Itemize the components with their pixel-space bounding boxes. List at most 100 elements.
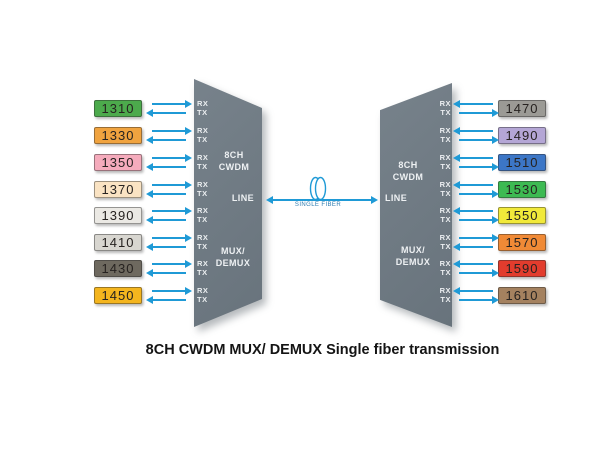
tx-port-label-1350: TX (197, 161, 208, 171)
tx-arrow-1570 (453, 243, 493, 251)
wavelength-box-1310: 1310 (94, 99, 142, 117)
device-mux-line2: DEMUX (395, 256, 431, 267)
device-title-line2: CWDM (392, 171, 424, 182)
tx-arrow-1530 (459, 190, 499, 198)
rx-port-label-1350: RX (197, 152, 209, 162)
device-title-line1: 8CH (398, 160, 418, 170)
rx-port-label-1470: RX (439, 98, 451, 108)
rx-arrow-1310 (152, 100, 192, 108)
right-device-body: 8CH CWDM LINE MUX/ DEMUX (380, 83, 452, 327)
rx-arrow-1510 (453, 154, 493, 162)
rx-arrow-1570 (459, 234, 499, 242)
rx-port-label-1530: RX (439, 179, 451, 189)
rx-port-label-1390: RX (197, 205, 209, 215)
wavelength-box-1570: 1570 (498, 233, 546, 251)
tx-port-label-1490: TX (440, 134, 451, 144)
rx-port-label-1310: RX (197, 98, 209, 108)
wavelength-box-1550: 1550 (498, 206, 546, 224)
wavelength-box-1370: 1370 (94, 180, 142, 198)
rx-arrow-1350 (152, 154, 192, 162)
wavelength-box-1410: 1410 (94, 233, 142, 251)
tx-arrow-1490 (459, 136, 499, 144)
rx-port-label-1410: RX (197, 232, 209, 242)
rx-port-label-1490: RX (439, 125, 451, 135)
tx-arrow-1590 (459, 269, 499, 277)
tx-port-label-1450: TX (197, 294, 208, 304)
rx-port-label-1370: RX (197, 179, 209, 189)
rx-port-label-1430: RX (197, 258, 209, 268)
left-device-title: 8CH CWDM (208, 150, 260, 173)
tx-port-label-1370: TX (197, 188, 208, 198)
tx-port-label-1590: TX (440, 267, 451, 277)
tx-arrow-1330 (146, 136, 186, 144)
diagram-title: 8CH CWDM MUX/ DEMUX Single fiber transmi… (145, 342, 500, 358)
rx-port-label-1450: RX (197, 285, 209, 295)
tx-arrow-1370 (146, 190, 186, 198)
tx-arrow-1510 (459, 163, 499, 171)
tx-port-label-1310: TX (197, 107, 208, 117)
tx-port-label-1530: TX (440, 188, 451, 198)
device-mux-line2: DEMUX (215, 257, 251, 268)
tx-arrow-1410 (146, 243, 186, 251)
tx-port-label-1470: TX (440, 107, 451, 117)
left-device-mux-label: MUX/ DEMUX (206, 246, 260, 269)
wavelength-box-1530: 1530 (498, 180, 546, 198)
tx-port-label-1570: TX (440, 241, 451, 251)
wavelength-box-1610: 1610 (498, 286, 546, 304)
device-title-line1: 8CH (224, 150, 244, 160)
rx-arrow-1590 (453, 260, 493, 268)
wavelength-box-1510: 1510 (498, 153, 546, 171)
rx-port-label-1610: RX (439, 285, 451, 295)
wavelength-box-1470: 1470 (498, 99, 546, 117)
rx-arrow-1330 (152, 127, 192, 135)
rx-arrow-1470 (453, 100, 493, 108)
tx-arrow-1550 (459, 216, 499, 224)
fiber-loop-icon (309, 176, 327, 201)
device-mux-line1: MUX/ (220, 246, 246, 256)
device-title-line2: CWDM (218, 161, 250, 172)
tx-arrow-1350 (146, 163, 186, 171)
wavelength-box-1590: 1590 (498, 259, 546, 277)
device-mux-line1: MUX/ (400, 245, 426, 255)
tx-port-label-1430: TX (197, 267, 208, 277)
left-mux-demux-device: 8CH CWDM LINE MUX/ DEMUX (194, 79, 262, 327)
wavelength-box-1490: 1490 (498, 126, 546, 144)
left-device-body: 8CH CWDM LINE MUX/ DEMUX (194, 79, 262, 327)
tx-port-label-1510: TX (440, 161, 451, 171)
tx-port-label-1410: TX (197, 241, 208, 251)
rx-arrow-1410 (152, 234, 192, 242)
tx-arrow-1450 (146, 296, 186, 304)
wavelength-box-1430: 1430 (94, 259, 142, 277)
tx-arrow-1610 (459, 296, 499, 304)
wavelength-box-1450: 1450 (94, 286, 142, 304)
right-mux-demux-device: 8CH CWDM LINE MUX/ DEMUX (380, 83, 452, 327)
tx-port-label-1330: TX (197, 134, 208, 144)
tx-port-label-1390: TX (197, 214, 208, 224)
tx-arrow-1470 (459, 109, 499, 117)
wavelength-box-1330: 1330 (94, 126, 142, 144)
rx-arrow-1430 (152, 260, 192, 268)
rx-arrow-1390 (152, 207, 192, 215)
rx-port-label-1590: RX (439, 258, 451, 268)
rx-port-label-1550: RX (439, 205, 451, 215)
wavelength-box-1390: 1390 (94, 206, 142, 224)
rx-port-label-1570: RX (439, 232, 451, 242)
rx-arrow-1550 (453, 207, 493, 215)
right-device-line-port: LINE (385, 193, 408, 203)
rx-port-label-1510: RX (439, 152, 451, 162)
right-device-mux-label: MUX/ DEMUX (384, 245, 442, 268)
tx-arrow-1430 (146, 269, 186, 277)
tx-port-label-1610: TX (440, 294, 451, 304)
right-device-title: 8CH CWDM (380, 160, 436, 183)
tx-arrow-1310 (146, 109, 186, 117)
single-fiber-label: SINGLE FIBER (294, 202, 342, 208)
wavelength-box-1350: 1350 (94, 153, 142, 171)
tx-port-label-1550: TX (440, 214, 451, 224)
tx-arrow-1390 (146, 216, 186, 224)
single-fiber-line (266, 196, 378, 204)
rx-arrow-1370 (152, 181, 192, 189)
rx-arrow-1530 (453, 181, 493, 189)
rx-arrow-1490 (453, 127, 493, 135)
rx-port-label-1330: RX (197, 125, 209, 135)
